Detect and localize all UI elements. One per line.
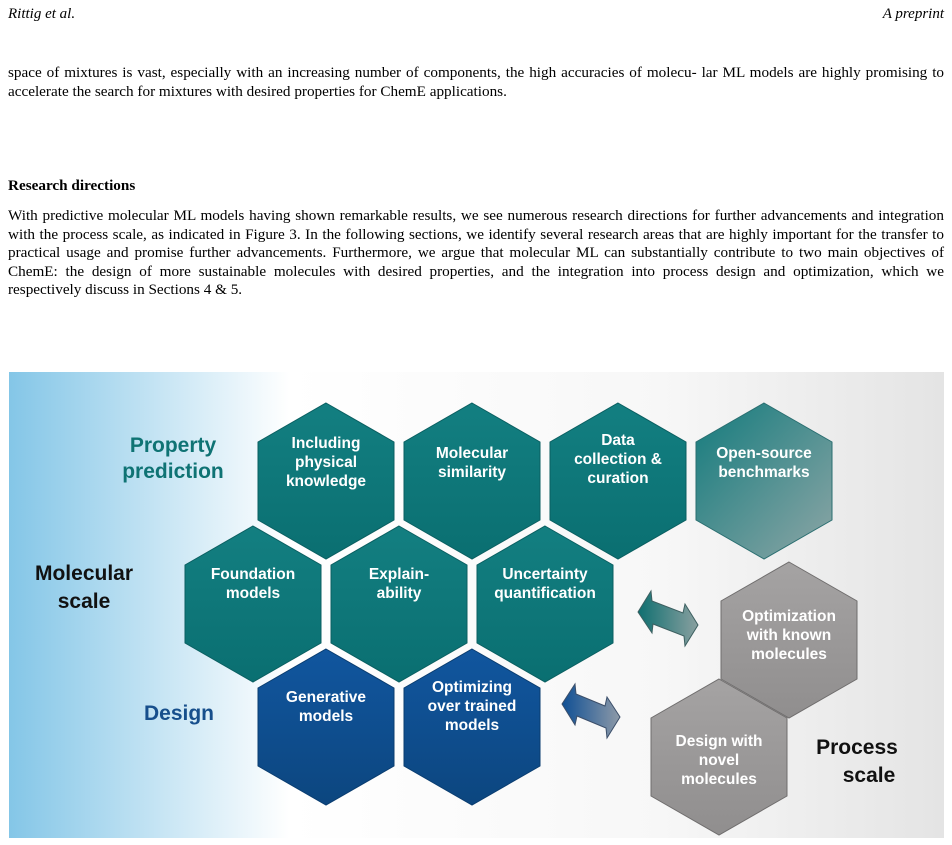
hex-label: models xyxy=(226,585,280,602)
double-arrow-uncertainty-process xyxy=(637,589,699,648)
hex-label: benchmarks xyxy=(718,464,809,481)
hex-foundation-models: Foundation models xyxy=(184,525,322,683)
hex-label: Uncertainty xyxy=(502,566,588,583)
hex-uncertainty-quantification: Uncertainty quantification xyxy=(476,525,614,683)
body-paragraph: With predictive molecular ML models havi… xyxy=(8,207,944,300)
hex-explainability: Explain- ability xyxy=(330,525,468,683)
hex-label: Optimization xyxy=(742,608,836,625)
section-heading: Research directions xyxy=(8,177,136,194)
hex-label: curation xyxy=(587,470,648,487)
label-text: Process xyxy=(816,736,898,759)
hex-label: Design with xyxy=(676,733,763,750)
hex-label: knowledge xyxy=(286,473,366,490)
hex-label: physical xyxy=(295,454,357,471)
hex-including-physical-knowledge: Including physical knowledge xyxy=(257,402,395,560)
label-design: Design xyxy=(144,702,214,725)
hex-label: Including xyxy=(292,435,361,452)
hex-label: over trained xyxy=(428,698,517,715)
hex-label: models xyxy=(445,717,499,734)
label-text: Design xyxy=(144,702,214,725)
intro-paragraph: space of mixtures is vast, especially wi… xyxy=(8,64,944,101)
hex-label: molecules xyxy=(681,771,757,788)
hex-label: Explain- xyxy=(369,566,429,583)
label-text: prediction xyxy=(122,460,224,483)
body-line-1: With predictive molecular ML models havi… xyxy=(8,207,756,224)
running-header-preprint: A preprint xyxy=(882,6,944,22)
body-line-3: several research areas that are highly i… xyxy=(8,225,944,262)
label-text: scale xyxy=(58,590,111,613)
double-arrow-optimizing-process xyxy=(561,682,621,740)
hex-open-source-benchmarks: Open-source benchmarks xyxy=(695,402,833,560)
hex-molecular-similarity: Molecular similarity xyxy=(403,402,541,560)
intro-line-1: space of mixtures is vast, especially wi… xyxy=(8,64,697,81)
label-molecular-scale: Molecular scale xyxy=(35,562,133,613)
hex-label: models xyxy=(299,708,353,725)
body-line-4: Furthermore, we argue that molecular ML … xyxy=(8,244,945,280)
body-line-2: advancements and integration with the pr… xyxy=(8,207,944,243)
hex-label: quantification xyxy=(494,585,596,602)
intro-line-2: lar ML models are highly promising to ac… xyxy=(8,64,945,100)
hex-optimizing-over-trained-models: Optimizing over trained models xyxy=(403,648,541,806)
hex-design-with-novel-molecules: Design with novel molecules xyxy=(650,678,788,836)
label-text: Molecular xyxy=(35,562,133,585)
label-text: Property xyxy=(130,434,217,457)
hex-label: similarity xyxy=(438,464,506,481)
hex-label: Data xyxy=(601,432,635,449)
hex-label: Molecular xyxy=(436,445,508,462)
hex-data-collection-curation: Data collection & curation xyxy=(549,402,687,560)
hex-optimization-with-known-molecules: Optimization with known molecules xyxy=(720,561,858,719)
hex-label: collection & xyxy=(574,451,662,468)
running-header-authors: Rittig et al. xyxy=(8,6,76,22)
hex-label: Generative xyxy=(286,689,367,706)
label-text: scale xyxy=(843,764,896,787)
body-line-5: more sustainable molecules with desired … xyxy=(159,262,944,280)
hex-label: Open-source xyxy=(716,445,812,462)
research-directions-diagram: Including physical knowledge Molecular s… xyxy=(9,372,944,838)
hex-label: molecules xyxy=(751,646,827,663)
hex-label: Optimizing xyxy=(432,679,512,696)
label-process-scale: Process scale xyxy=(816,736,898,787)
hex-label: novel xyxy=(699,752,739,769)
label-property-prediction: Property prediction xyxy=(122,434,224,483)
body-line-6: respectively discuss in Sections 4 & 5. xyxy=(8,281,243,298)
hex-generative-models: Generative models xyxy=(257,648,395,806)
hex-label: with known xyxy=(746,627,831,644)
hex-label: Foundation xyxy=(211,566,295,583)
figure-3: Including physical knowledge Molecular s… xyxy=(9,372,944,838)
hex-label: ability xyxy=(377,585,422,602)
